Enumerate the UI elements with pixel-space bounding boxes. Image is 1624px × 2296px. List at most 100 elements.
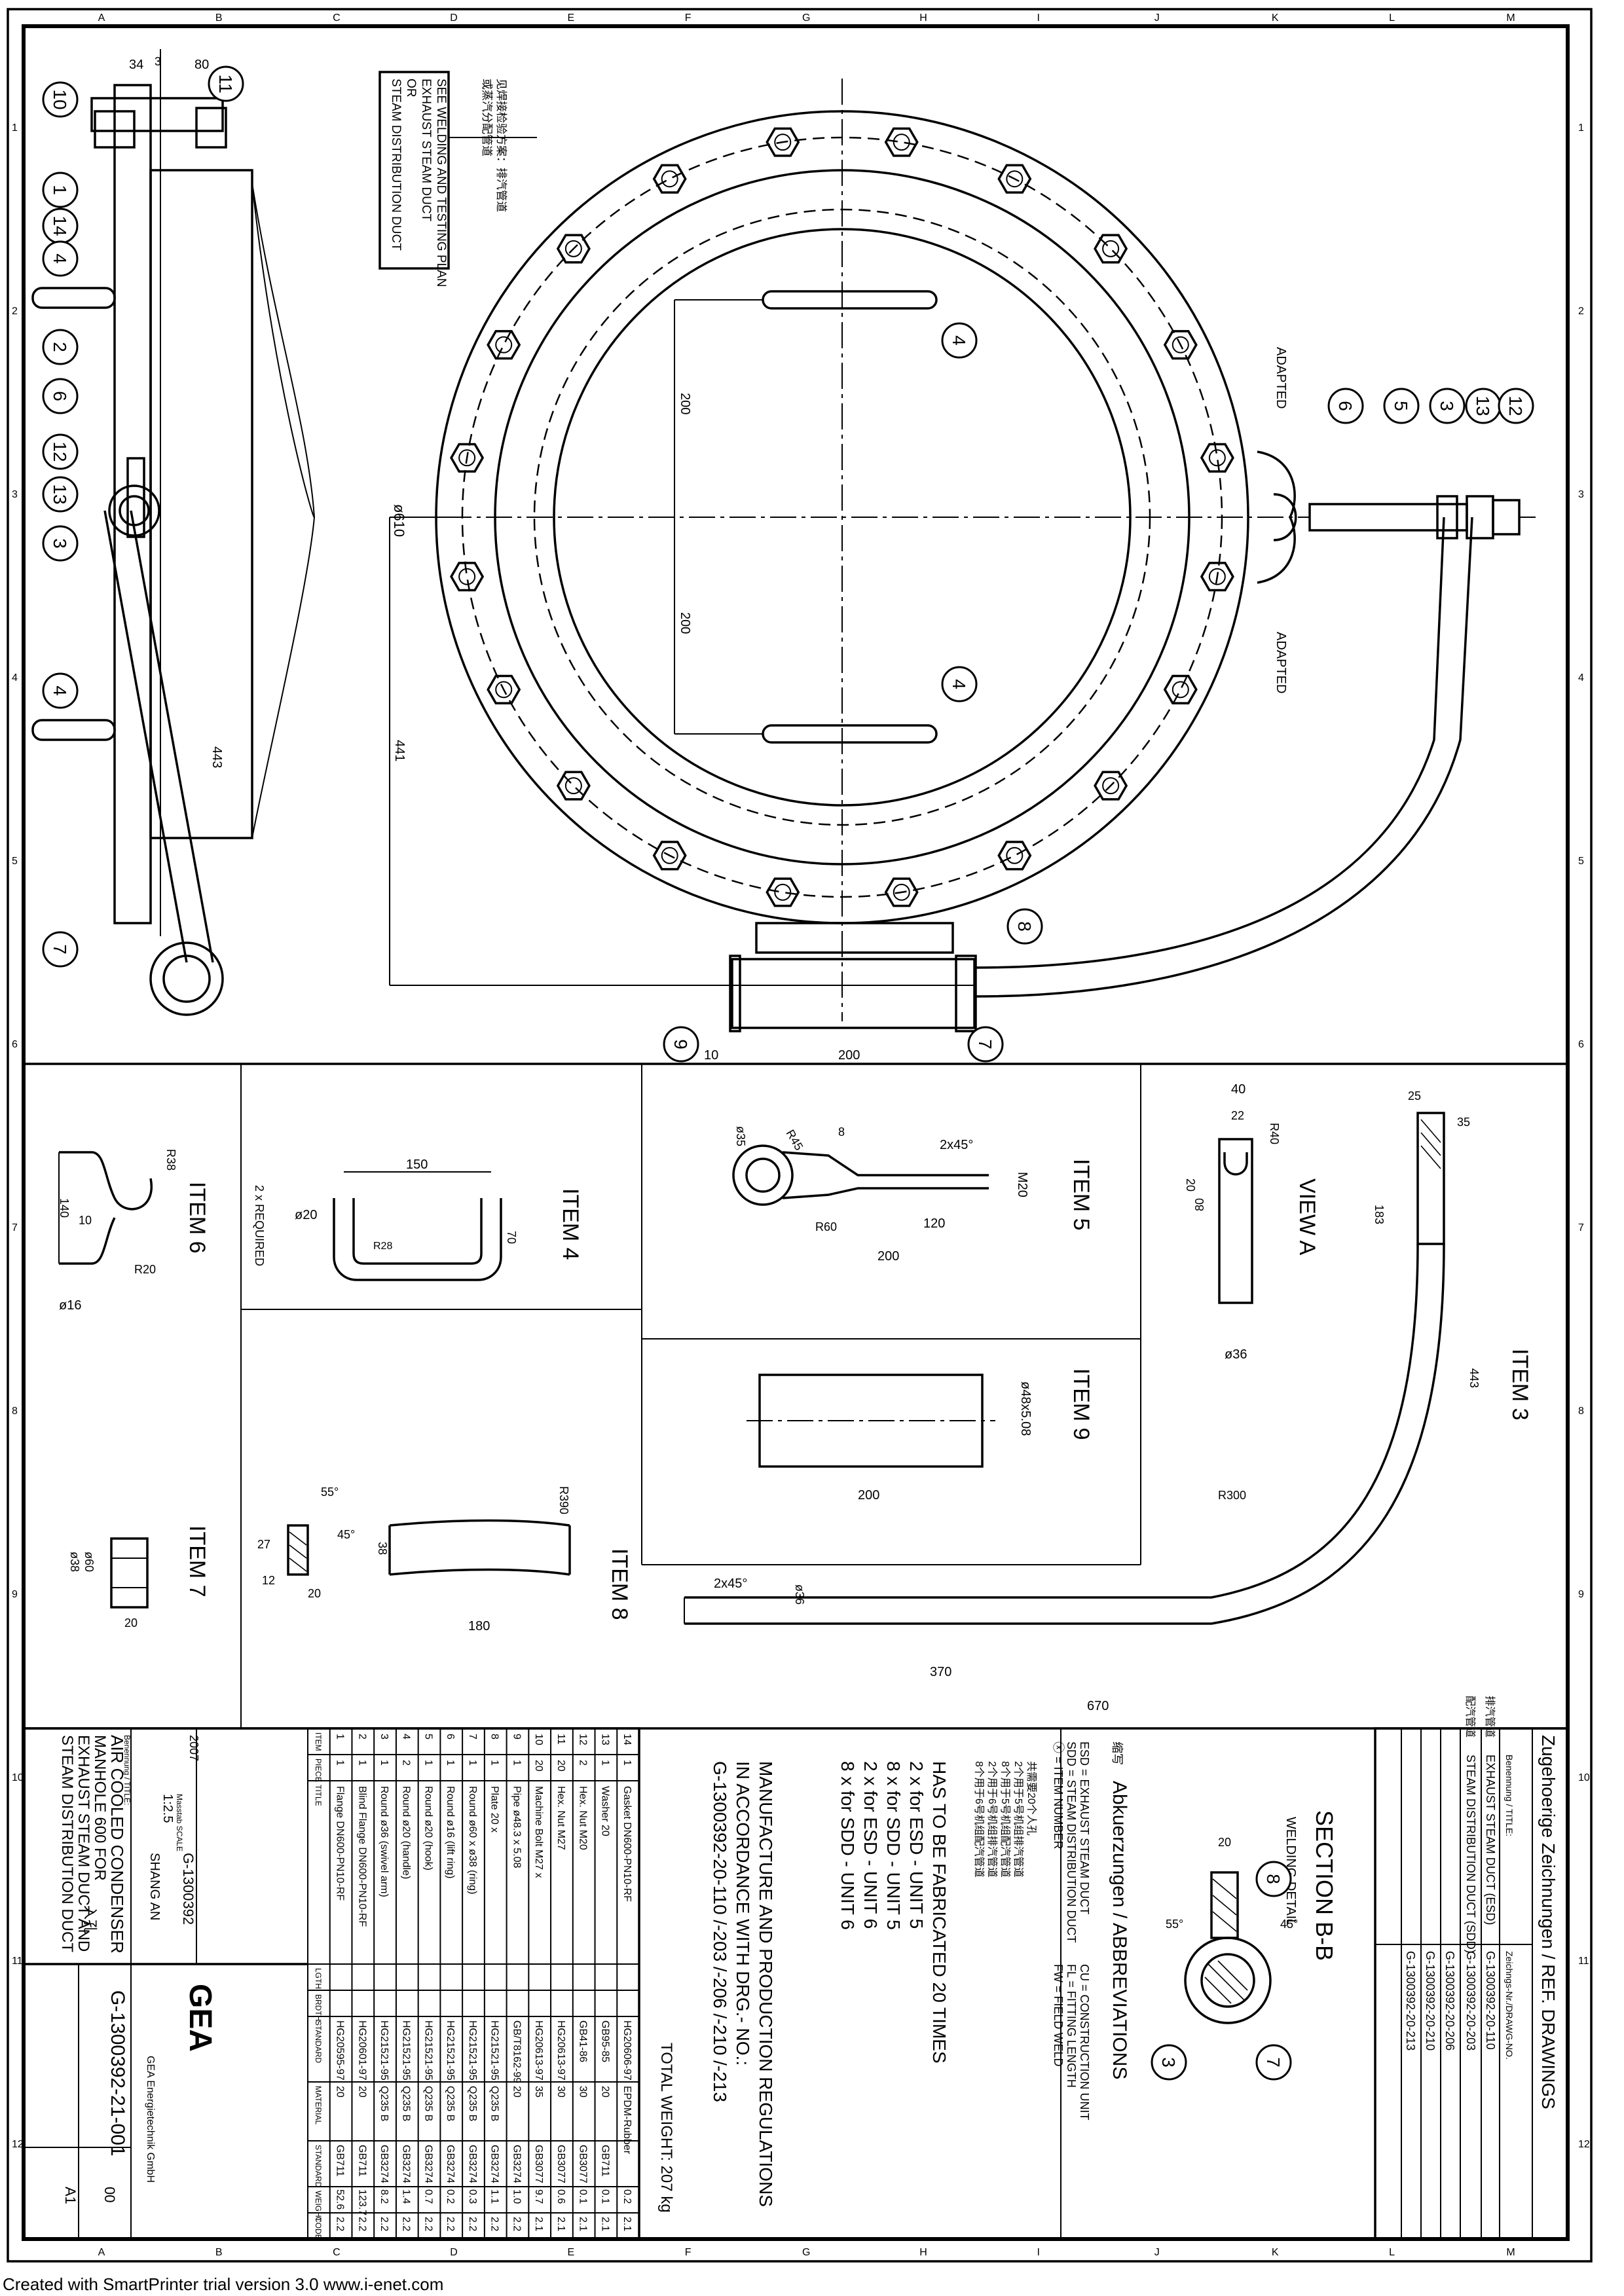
bom-cell: 2	[578, 1760, 589, 1766]
dim-M20: M20	[1015, 1172, 1029, 1197]
item-bubble-label: 14	[50, 215, 70, 236]
bom-header: LGTH	[314, 1968, 323, 1989]
grid-letter: A	[98, 12, 105, 24]
bom-cell: 2.2	[422, 2217, 434, 2231]
dim-R60-i5: R60	[815, 1220, 837, 1233]
bom-cell: 12	[578, 1734, 589, 1745]
bom-cell: 35	[533, 2086, 544, 2098]
item-bubble-label: 8	[1014, 921, 1035, 932]
item-bubble	[1383, 388, 1420, 424]
grid-letter: H	[919, 2247, 927, 2258]
bom-cell: 2.2	[467, 2217, 478, 2231]
bolt-hole	[458, 568, 476, 585]
bom-cell: GB41-86	[578, 2020, 589, 2062]
grid-letter: G	[802, 12, 810, 24]
title-label: Benennung / TITLE:	[122, 1735, 132, 1805]
item-bubble	[1006, 908, 1043, 945]
bom-cell: 1.4	[401, 2189, 412, 2204]
grid-letter: E	[568, 2247, 575, 2258]
bom-cell: Blind Flange DN600-PN10-RF	[356, 1786, 367, 1927]
abbreviations: Abkuerzungen / ABBREVIATIONS 缩写 ESD = EX…	[1052, 1728, 1130, 2239]
dim-16: ø16	[59, 1298, 81, 1313]
bom-cell: Round ø60 x ø38 (ring)	[467, 1786, 478, 1894]
bolt-hole	[774, 883, 792, 901]
item-bubble-label: 13	[50, 484, 70, 504]
sheet-no: 00	[101, 2187, 118, 2202]
grid-letter: E	[568, 12, 575, 24]
bom-cell: Q235 B	[378, 2086, 390, 2121]
bom-cell: 30	[555, 2086, 566, 2098]
bom-cell: Q235 B	[489, 2086, 500, 2121]
bom-cell: 1	[489, 1760, 500, 1766]
bom-cell: 1	[467, 1760, 478, 1766]
bolt-nut-icon	[1163, 674, 1198, 704]
dim-25-i3: 25	[1408, 1089, 1421, 1102]
bom-cell: 2	[356, 1734, 367, 1740]
dim-370: 370	[930, 1665, 951, 1679]
dim-20-i8: 20	[308, 1587, 321, 1600]
grid-number: 8	[1578, 1406, 1584, 1417]
bom-cell: 1	[621, 1760, 633, 1766]
footer-watermark: Created with SmartPrinter trial version …	[3, 2274, 444, 2294]
dim-12: 12	[262, 1574, 275, 1587]
bom-cell: 2.2	[401, 2217, 412, 2231]
bom-cell: 1.0	[511, 2189, 522, 2204]
see-welding-2: EXHAUST STEAM DUCT	[419, 79, 433, 222]
grid-letter: G	[802, 2247, 810, 2258]
fab-line5: 8 x for SDD - UNIT 6	[838, 1761, 858, 1930]
dim-150: 150	[406, 1157, 428, 1172]
item-bubble	[1498, 388, 1534, 424]
bom-cell: 1	[378, 1760, 390, 1766]
bom-cell: HG21521-95	[489, 2020, 500, 2081]
item-bubble-label: 2	[50, 342, 70, 352]
item-bubble	[1151, 2044, 1187, 2081]
dim-35-i3: 35	[1457, 1116, 1470, 1129]
fab-cn1: 共需要20个人孔	[1025, 1761, 1037, 1836]
bom-cell: Plate 20 x	[489, 1786, 500, 1832]
bom-cell: GB3274	[511, 2145, 522, 2183]
bom-cell: 1	[599, 1760, 610, 1766]
bolt-hole	[1172, 336, 1189, 354]
item-bubble	[42, 672, 79, 709]
bolt-nut-icon	[997, 841, 1032, 871]
bom-cell: 1	[356, 1760, 367, 1766]
item-bubble	[42, 525, 79, 562]
bom-cell: 2.2	[489, 2217, 500, 2231]
bom-cell: HG20613-97	[533, 2020, 544, 2081]
grid-number: 6	[1578, 1039, 1584, 1050]
bom-cell: 30	[578, 2086, 589, 2098]
bom-cell: Q235 B	[422, 2086, 434, 2121]
title-cn: 入孔	[82, 1905, 98, 1934]
bolt-hole	[495, 336, 513, 354]
bolt-hole	[893, 883, 910, 901]
grid-number: 7	[1578, 1222, 1584, 1233]
dim-38-i7: ø38	[68, 1552, 81, 1572]
bolt-nut-icon	[766, 877, 800, 907]
author: SHANG AN	[147, 1853, 162, 1920]
bom-cell: HG20595-97	[335, 2020, 346, 2081]
dim-2x45-i3: 2x45°	[714, 1576, 747, 1591]
scale-label: Masstab SCALE	[175, 1794, 184, 1851]
bom-cell: 2.1	[621, 2217, 633, 2231]
item7-view: ø38 ø60 20 ITEM 7	[68, 1525, 210, 1630]
item-bubble-label: 3	[50, 538, 70, 549]
bom-cell: Machine Bolt M27 x	[533, 1786, 544, 1878]
bom-cell: 11	[555, 1734, 566, 1745]
grid-number: 1	[1578, 122, 1584, 134]
dim-183: 183	[1373, 1205, 1386, 1224]
dim-10-i6: 10	[79, 1214, 92, 1227]
bom-cell: HG21521-95	[378, 2020, 390, 2081]
item-bubble	[42, 476, 79, 513]
bom-cell: Round ø36 (swivel arm)	[378, 1786, 390, 1897]
bolt-nut-icon	[1094, 771, 1128, 801]
bom-cell: 1	[335, 1734, 346, 1740]
bom-cell: 0.2	[621, 2189, 633, 2204]
dim-180: 180	[468, 1619, 490, 1633]
item4-view: 150 ø20 R28 70 ITEM 4 2 x REQUIRED	[253, 1157, 583, 1281]
adapted-label-top: ADAPTED	[1274, 347, 1288, 409]
dim-48: ø48x5.08	[1018, 1381, 1033, 1436]
grid-number: 8	[12, 1406, 18, 1417]
dim-38-i8: 38	[376, 1542, 389, 1555]
bolt-nut-icon	[556, 771, 591, 801]
dim-20-sbb: 20	[1218, 1836, 1231, 1849]
